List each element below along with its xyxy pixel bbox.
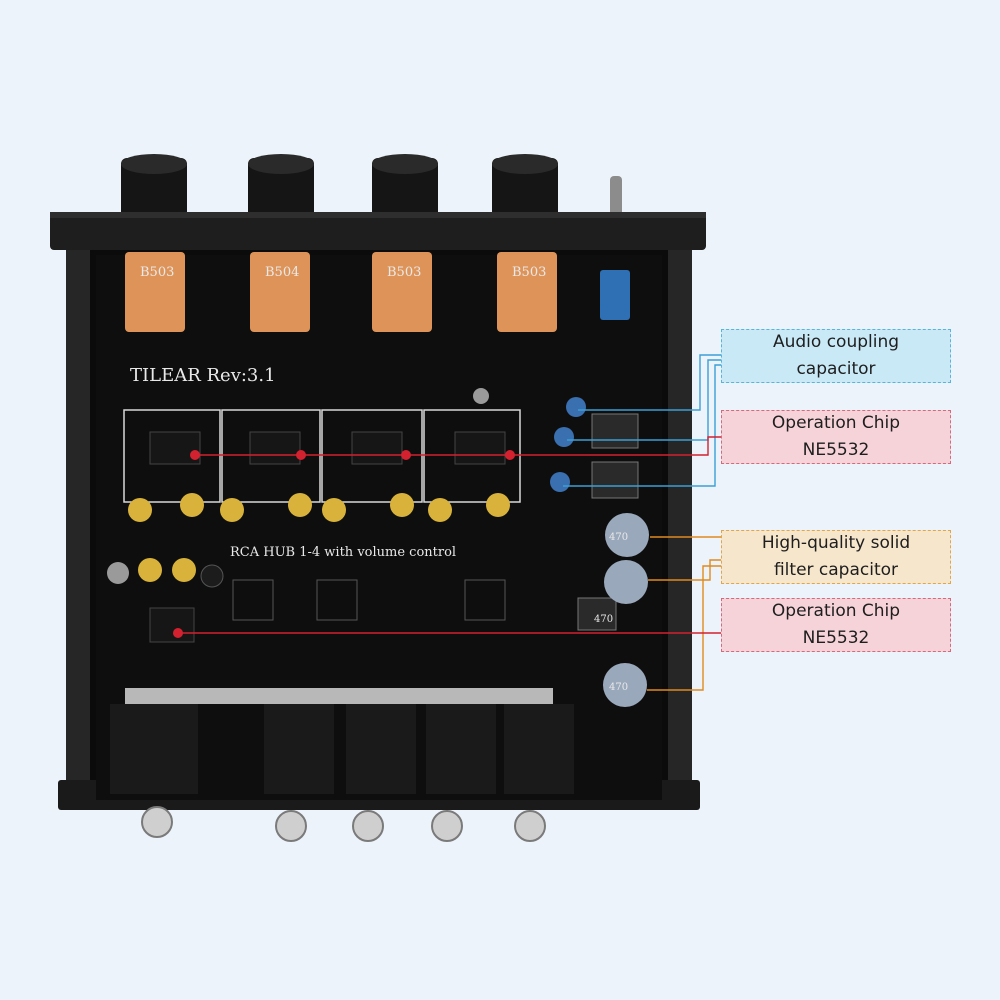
callout-operation-chip-bottom-line1: Operation Chip: [771, 601, 901, 621]
callout-audio-coupling-line2: capacitor: [796, 359, 876, 379]
leader-filter-capacitor: [647, 536, 722, 691]
board-subtitle: RCA HUB 1-4 with volume control: [230, 545, 456, 560]
leader-operation-chip-top: [195, 436, 722, 456]
callout-operation-chip-bottom: Operation Chip NE5532: [721, 598, 951, 652]
callout-filter-capacitor: High-quality solid filter capacitor: [721, 530, 951, 584]
callout-filter-capacitor-line2: filter capacitor: [773, 560, 899, 580]
leader-lines: [173, 354, 722, 691]
callout-audio-coupling: Audio coupling capacitor: [721, 329, 951, 383]
potentiometer-label-3: B503: [387, 265, 421, 280]
back-knobs: [121, 154, 622, 228]
callout-operation-chip-bottom-line2: NE5532: [802, 628, 870, 648]
potentiometer-label-2: B504: [265, 265, 299, 280]
callout-operation-chip-top-line2: NE5532: [802, 440, 870, 460]
callout-operation-chip-top-line1: Operation Chip: [771, 413, 901, 433]
potentiometer-label-1: B503: [140, 265, 174, 280]
callout-audio-coupling-line1: Audio coupling: [772, 332, 900, 352]
callout-operation-chip-top: Operation Chip NE5532: [721, 410, 951, 464]
filter-cap-label-3: 470: [609, 682, 628, 693]
callout-filter-capacitor-line1: High-quality solid: [761, 533, 911, 553]
potentiometer-label-4: B503: [512, 265, 546, 280]
front-jacks: [110, 688, 574, 842]
leader-audio-coupling: [563, 354, 722, 487]
board-title: TILEAR Rev:3.1: [130, 365, 276, 386]
filter-cap-label-1: 470: [609, 532, 628, 543]
filter-cap-label-2: 470: [594, 614, 613, 625]
